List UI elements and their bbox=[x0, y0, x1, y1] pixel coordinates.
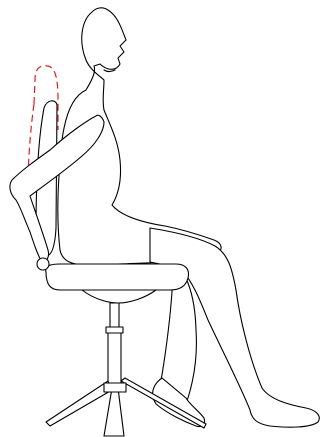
hand bbox=[37, 258, 49, 270]
chair-seat bbox=[46, 264, 189, 303]
chair-post bbox=[106, 303, 123, 383]
